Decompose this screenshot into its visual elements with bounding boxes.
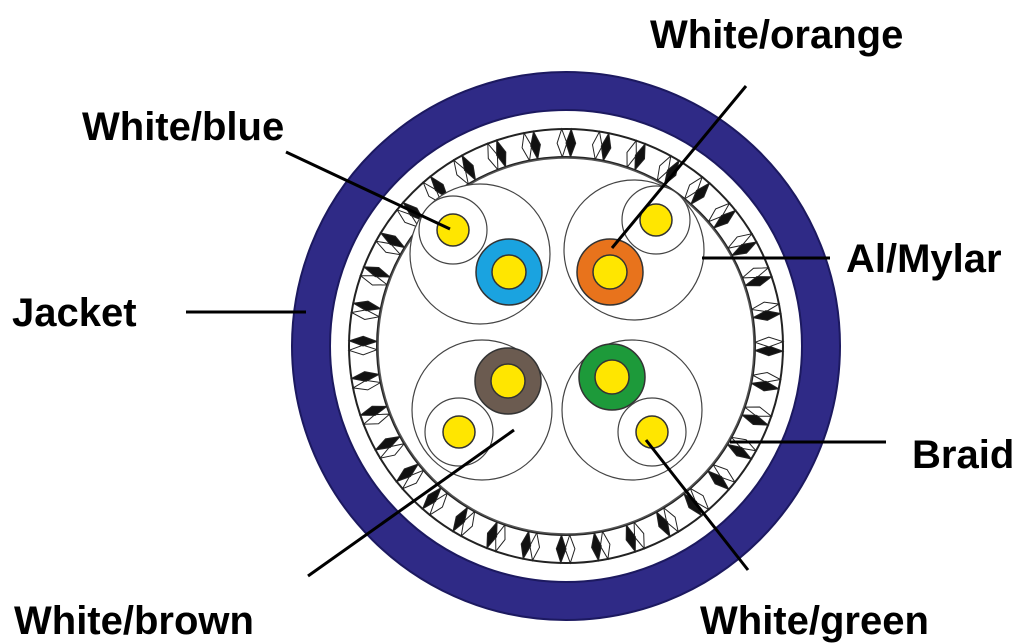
- white-green-conductor: [635, 415, 669, 449]
- green-conductor: [594, 359, 630, 395]
- jacket-label: Jacket: [12, 291, 137, 335]
- white-blue-conductor: [436, 213, 470, 247]
- white-brown-leader: [307, 428, 515, 578]
- white-orange-conductor: [639, 203, 673, 237]
- white-blue-leader: [285, 150, 451, 231]
- orange-conductor: [592, 254, 628, 290]
- pair-orange: [563, 179, 705, 321]
- white-blue-label: White/blue: [82, 105, 284, 149]
- al-mylar-label: Al/Mylar: [846, 237, 1002, 281]
- white-orange-label: White/orange: [650, 13, 903, 57]
- brown-conductor: [490, 363, 526, 399]
- blue-conductor: [491, 254, 527, 290]
- white-green-label: White/green: [700, 599, 929, 643]
- braid-label: Braid: [912, 433, 1014, 477]
- white-green-leader: [644, 439, 750, 571]
- pair-blue: [409, 183, 551, 325]
- white-brown-conductor: [442, 415, 476, 449]
- pair-green: [561, 339, 703, 481]
- pair-brown: [411, 339, 553, 481]
- white-orange-leader: [610, 85, 748, 249]
- white-brown-label: White/brown: [14, 599, 254, 643]
